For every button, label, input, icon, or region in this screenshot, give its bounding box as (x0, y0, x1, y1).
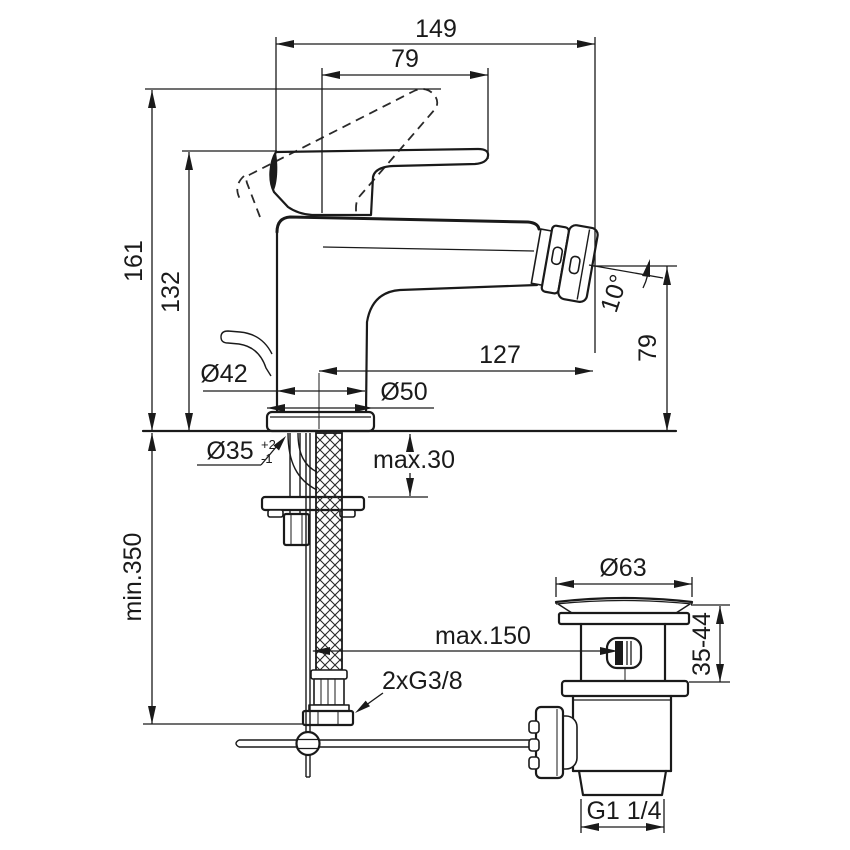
g38-nut (301, 709, 355, 727)
dim-label-hose-connection: 2xG3/8 (382, 667, 463, 695)
dim-hose-connection: 2xG3/8 (355, 667, 463, 713)
below-deck-assembly (260, 432, 366, 727)
dim-waste-flange: Ø63 (555, 554, 693, 597)
dim-label-max-deck: max.30 (373, 446, 455, 474)
waste-top-dish (554, 596, 694, 604)
faucet-handle (269, 147, 490, 217)
hose-ferrule (310, 669, 348, 680)
dim-lever-length: 79 (321, 45, 489, 213)
knurled-rod-nut (534, 705, 565, 780)
braided-hose (315, 432, 343, 673)
dim-min-clearance: min.350 (119, 433, 304, 725)
dim-total-height: 161 (120, 88, 441, 431)
dim-spray-angle: 10° (588, 259, 677, 316)
dim-label-min-clearance: min.350 (119, 533, 147, 622)
dim-label-total-height: 161 (120, 240, 148, 282)
dim-max-rod: max.150 (312, 622, 618, 655)
dim-label-waste-thread: G1 1/4 (586, 797, 661, 825)
dim-label-spout-height: 79 (634, 334, 662, 362)
dim-label-hole-tol-minus: -1 (261, 451, 273, 466)
dim-label-lever-length: 79 (391, 45, 419, 73)
clamp-plate (260, 495, 366, 512)
waste-tailpipe (577, 769, 668, 797)
handle-raised-dashed-outline (236, 88, 439, 218)
waste-pivot-window (605, 636, 643, 670)
dim-label-body-diameter: Ø42 (200, 360, 247, 388)
dim-spout-reach: 127 (318, 341, 593, 429)
dim-label-spray-angle: 10° (595, 271, 633, 316)
handle-back-edge (271, 153, 278, 190)
popup-waste-assembly (528, 596, 694, 797)
dim-label-waste-height: 35-44 (688, 612, 716, 676)
dim-body-diameter: Ø42 (200, 360, 365, 395)
dim-hole-diameter: Ø35 +2 -1 (197, 436, 286, 466)
dim-body-height: 132 (157, 150, 277, 431)
base-flange (265, 410, 376, 433)
mounting-nut (282, 512, 311, 547)
dim-label-hole-diameter: Ø35 (206, 437, 253, 465)
flex-hose-curve (287, 432, 318, 491)
faucet-body (275, 215, 541, 415)
popup-rod-knob (220, 330, 273, 377)
dim-label-max-rod: max.150 (435, 622, 531, 650)
dim-label-hole-tol-plus: +2 (261, 437, 276, 452)
dim-max-deck: max.30 (368, 434, 455, 498)
popup-lever-rod (235, 433, 531, 778)
dim-label-total-width: 149 (415, 15, 457, 43)
flex-hose-curve (297, 432, 318, 473)
waste-lower-flange (560, 679, 690, 698)
dim-spout-height: 79 (634, 266, 671, 431)
dim-label-spout-reach: 127 (479, 341, 521, 369)
dim-label-waste-flange: Ø63 (599, 554, 646, 582)
aerator (530, 224, 599, 303)
dim-label-base-diameter: Ø50 (380, 378, 427, 406)
rod-pivot-ball (295, 730, 321, 757)
dim-total-width: 149 (275, 15, 596, 353)
dim-waste-height: 35-44 (688, 604, 730, 683)
dim-label-body-height: 132 (157, 271, 185, 313)
dim-waste-thread: G1 1/4 (580, 797, 665, 833)
dim-base-diameter: Ø50 (267, 378, 434, 412)
